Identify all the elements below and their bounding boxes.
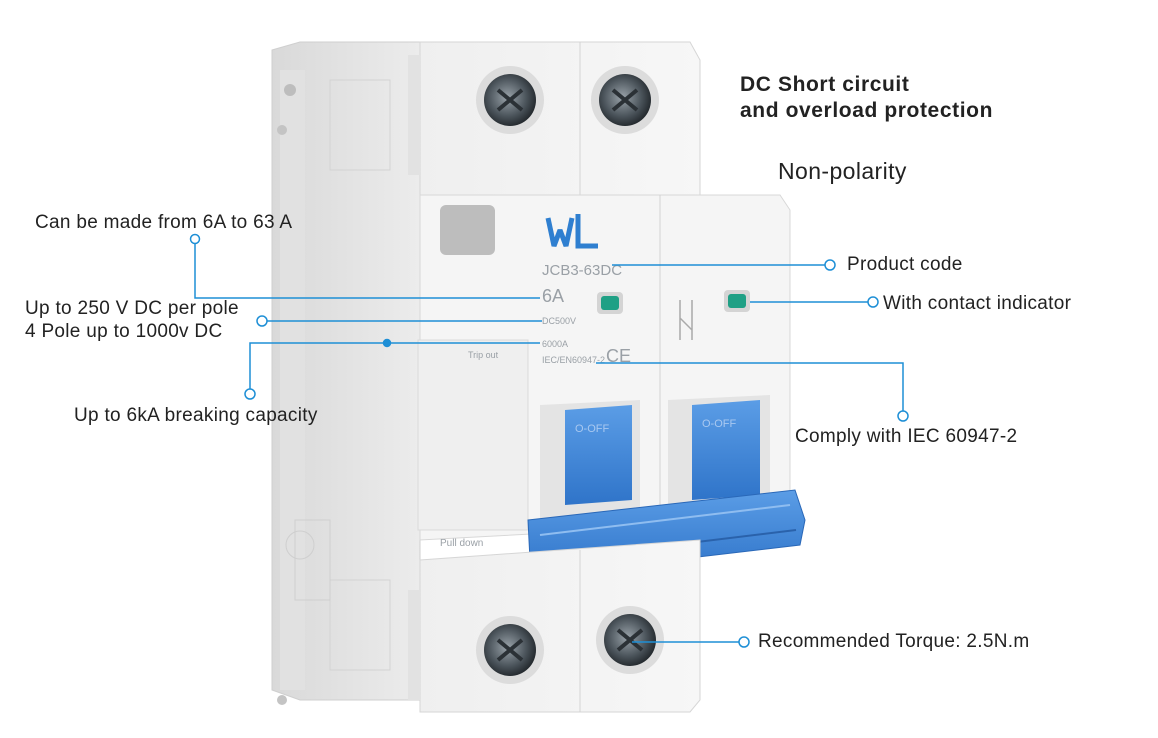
blue-toggle-handles: O-OFF O-OFF <box>527 395 806 576</box>
top-terminal-block <box>408 41 701 201</box>
ce-marking: CE <box>606 346 631 366</box>
model-marking: JCB3-63DC <box>542 262 622 279</box>
pull-down-marking: Pull down <box>440 538 483 549</box>
bottom-terminal-block <box>408 539 701 713</box>
toggle-label-left: O-OFF <box>575 423 609 435</box>
callout-contact-indicator: With contact indicator <box>883 293 1072 314</box>
toggle-label-right: O-OFF <box>702 418 736 430</box>
subheadline: Non-polarity <box>778 158 907 184</box>
callout-standard: Comply with IEC 60947-2 <box>795 426 1018 447</box>
headline-line-1: DC Short circuit <box>740 73 910 96</box>
capacity-marking: 6000A <box>542 339 568 349</box>
voltage-marking: DC500V <box>542 316 576 326</box>
callout-current-range: Can be made from 6A to 63 A <box>35 212 293 233</box>
device-markings: JCB3-63DC 6A DC500V 6000A IEC/EN60947-2 … <box>440 262 631 549</box>
callout-product-code: Product code <box>847 254 963 275</box>
trip-out-marking: Trip out <box>468 350 499 360</box>
callout-breaking-capacity: Up to 6kA breaking capacity <box>74 405 318 426</box>
headline-line-2: and overload protection <box>740 99 993 122</box>
callout-torque: Recommended Torque: 2.5N.m <box>758 631 1030 652</box>
breaker-side-body <box>271 41 421 705</box>
contact-indicators <box>597 290 750 340</box>
callout-lines <box>189 233 909 648</box>
brand-logo <box>545 214 598 249</box>
callout-voltage-line-2: 4 Pole up to 1000v DC <box>25 321 223 342</box>
standard-marking: IEC/EN60947-2 <box>542 355 605 365</box>
callout-voltage-line-1: Up to 250 V DC per pole <box>25 298 239 319</box>
rating-marking: 6A <box>542 286 564 306</box>
